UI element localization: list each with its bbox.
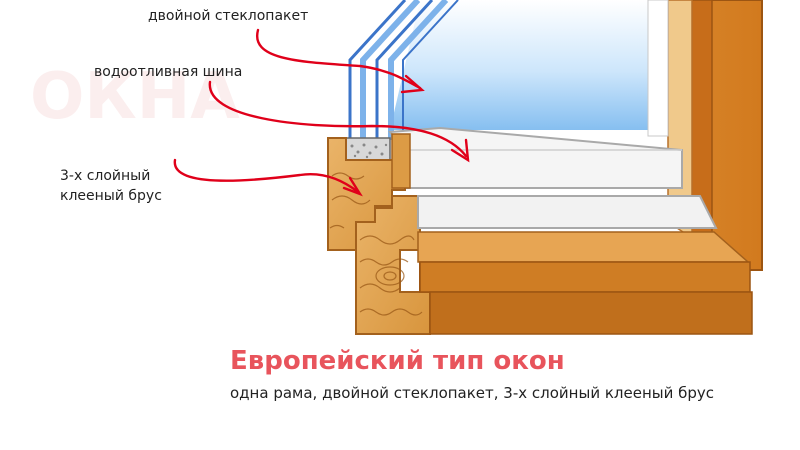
glass-line-2 xyxy=(360,0,421,140)
watermark: ОКНА xyxy=(30,60,240,134)
arrow-timber-head xyxy=(342,176,363,197)
inner-gasket xyxy=(647,0,669,137)
arrow-glass-unit xyxy=(255,28,422,90)
label-glass-unit: двойной стеклопакет xyxy=(148,8,309,24)
sill-lower xyxy=(429,291,753,335)
arrow-drip-bar xyxy=(208,80,468,158)
glass-line-4 xyxy=(388,0,449,140)
diagram-title: Европейский тип окон xyxy=(230,346,565,376)
frame-drip-strip xyxy=(417,195,718,229)
glass-pane xyxy=(390,0,668,130)
sill-front xyxy=(419,261,751,293)
arrow-drip-bar-head xyxy=(450,138,470,163)
label-timber-line2: клееный брус xyxy=(60,188,162,204)
desiccant-granules xyxy=(350,143,388,159)
diagram-subtitle: одна рама, двойной стеклопакет, 3-х слой… xyxy=(230,384,715,402)
callout-arrows xyxy=(173,28,470,197)
glass-line-1 xyxy=(348,0,407,140)
sill xyxy=(417,231,750,263)
label-timber-line1: 3-х слойный xyxy=(60,168,151,184)
label-drip-bar: водоотливная шина xyxy=(94,64,243,80)
glass-line-5 xyxy=(402,0,459,130)
drip-bar xyxy=(387,126,683,189)
arrow-timber xyxy=(173,158,360,194)
wood-grain xyxy=(329,172,423,316)
glass-line-3 xyxy=(375,0,434,140)
sash-right-part xyxy=(391,133,411,189)
arrow-glass-unit-head xyxy=(400,74,425,94)
